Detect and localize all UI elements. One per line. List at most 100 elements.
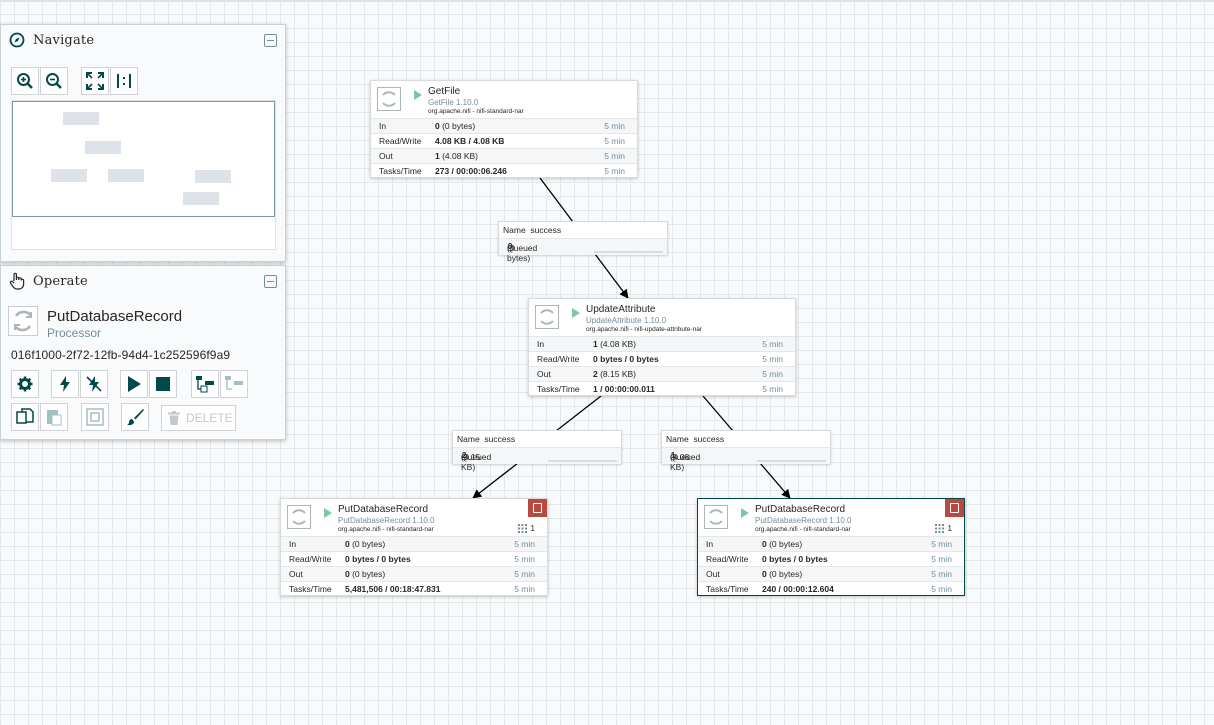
selected-component-name: PutDatabaseRecord <box>47 308 183 325</box>
queue-progress-bar <box>757 460 826 462</box>
operate-palette: Operate PutDatabaseRecord Processor 016f… <box>0 265 286 440</box>
disable-button[interactable] <box>80 370 108 398</box>
operate-title: Operate <box>33 273 88 289</box>
viewport-rectangle[interactable] <box>12 101 275 217</box>
zoom-in-button[interactable] <box>11 67 39 95</box>
actual-size-icon <box>117 74 131 88</box>
running-icon <box>741 508 749 518</box>
navigate-header[interactable]: Navigate <box>1 25 285 55</box>
processor-bundle: org.apache.nifi - nifi-update-attribute-… <box>586 326 702 333</box>
processor-putdatabaserecord[interactable]: PutDatabaseRecord PutDatabaseRecord 1.10… <box>280 498 548 596</box>
copy-icon <box>16 408 34 424</box>
fit-button[interactable] <box>81 67 109 95</box>
connection-line[interactable] <box>702 395 734 432</box>
connection-line[interactable] <box>759 462 791 499</box>
selected-component-type: Processor <box>47 326 102 340</box>
bulletin-icon[interactable] <box>528 499 547 517</box>
processor-name: PutDatabaseRecord <box>755 504 846 515</box>
group-button[interactable] <box>81 403 109 431</box>
change-color-button[interactable] <box>121 403 149 431</box>
connection-name-row: Name success <box>503 225 562 235</box>
birdseye-view[interactable] <box>11 100 276 250</box>
collapse-icon[interactable] <box>264 33 277 47</box>
lightning-icon <box>60 376 70 392</box>
thread-count: 1 <box>947 524 952 533</box>
upload-template-icon <box>225 376 243 390</box>
processor-putdatabaserecord-selected[interactable]: PutDatabaseRecord PutDatabaseRecord 1.10… <box>697 498 965 596</box>
paste-button[interactable] <box>40 403 68 431</box>
birdseye-node <box>85 141 121 154</box>
delete-button[interactable]: DELETE <box>161 405 236 431</box>
zoom-out-button[interactable] <box>40 67 68 95</box>
toolbar-edge <box>0 0 1214 2</box>
processor-icon <box>8 306 38 336</box>
processor-bundle: org.apache.nifi - nifi-standard-nar <box>755 526 851 533</box>
processor-name: UpdateAttribute <box>586 304 656 315</box>
processor-icon <box>535 305 559 329</box>
processor-name: PutDatabaseRecord <box>338 504 429 515</box>
birdseye-node <box>195 170 231 183</box>
connection-queued-row: Queued 0 (0 bytes) <box>499 238 667 263</box>
birdseye-node <box>183 192 219 205</box>
running-icon <box>572 308 580 318</box>
copy-button[interactable] <box>11 403 39 431</box>
birdseye-node <box>63 112 99 125</box>
connection-line[interactable] <box>555 395 602 432</box>
selected-component-id: 016f1000-2f72-12fb-94d4-1c252596f9a9 <box>11 348 231 362</box>
play-icon <box>128 376 141 392</box>
connection-label[interactable]: Name success Queued 0 (0 bytes) <box>498 221 668 263</box>
gear-icon <box>17 376 33 392</box>
paintbrush-icon <box>127 409 144 426</box>
connection-label[interactable]: Name success Queued 2 (8.15 KB) <box>452 430 622 472</box>
compass-icon <box>9 32 25 48</box>
processor-bundle: org.apache.nifi - nifi-standard-nar <box>338 526 434 533</box>
processor-version: GetFile 1.10.0 <box>428 98 479 107</box>
zoom-out-icon <box>46 73 62 89</box>
create-template-button[interactable] <box>191 370 219 398</box>
processor-version: UpdateAttribute 1.10.0 <box>586 316 667 325</box>
navigate-title: Navigate <box>33 32 95 48</box>
birdseye-node <box>51 169 87 182</box>
configure-button[interactable] <box>11 370 39 398</box>
start-button[interactable] <box>120 370 148 398</box>
hand-pointer-icon <box>9 272 25 290</box>
threads-icon <box>934 524 944 533</box>
connection-line[interactable] <box>539 177 574 223</box>
processor-icon <box>704 505 728 529</box>
birdseye-node <box>108 169 144 182</box>
processor-getfile[interactable]: U GetFile GetFile 1.10.0 org.apache.nifi… <box>370 80 638 178</box>
running-icon <box>414 90 422 100</box>
connection-line[interactable] <box>472 462 519 499</box>
actual-size-button[interactable] <box>110 67 138 95</box>
threads-icon <box>517 524 527 533</box>
upload-template-button[interactable] <box>220 370 248 398</box>
enable-button[interactable] <box>51 370 79 398</box>
operate-header[interactable]: Operate <box>1 266 285 296</box>
collapse-icon[interactable] <box>264 274 277 288</box>
connection-line[interactable] <box>594 253 629 299</box>
connection-queued-row: Queued 2 (8.15 KB) <box>453 447 621 472</box>
stop-button[interactable] <box>149 370 177 398</box>
queue-progress-bar <box>594 251 663 253</box>
processor-updateattribute[interactable]: UpdateAttribute UpdateAttribute 1.10.0 o… <box>528 298 796 396</box>
connection-name-row: Name success <box>457 434 516 444</box>
connection-label[interactable]: Name success Queued 1 (4.08 KB) <box>661 430 831 472</box>
active-threads: 1 <box>934 524 952 533</box>
bulletin-icon[interactable] <box>945 499 964 517</box>
processor-version: PutDatabaseRecord 1.10.0 <box>338 516 435 525</box>
